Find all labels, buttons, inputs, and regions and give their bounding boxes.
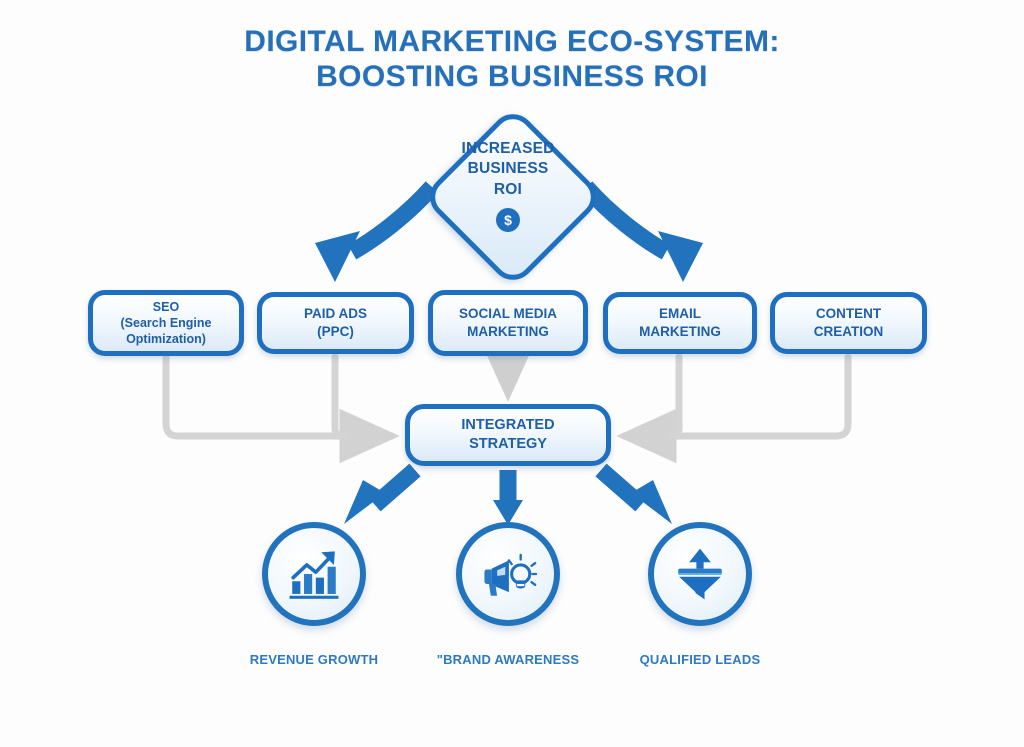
integrated-strategy-label: INTEGRATED STRATEGY [461, 416, 554, 454]
channel-box-content-creation[interactable]: CONTENT CREATION [770, 292, 927, 354]
channel-box-paid-ads-label: PAID ADS (PPC) [304, 305, 367, 340]
outcome-label-revenue-growth: REVENUE GROWTH [249, 652, 379, 667]
title-line-2: BOOSTING BUSINESS ROI [316, 60, 708, 94]
channel-box-paid-ads[interactable]: PAID ADS (PPC) [257, 292, 414, 354]
channel-social-line-2: MARKETING [467, 324, 549, 339]
channel-paid-ads-line-2: (PPC) [317, 324, 354, 339]
channel-box-content-label: CONTENT CREATION [814, 305, 884, 340]
outcome-label-brand-awareness: "BRAND AWARENESS [436, 652, 580, 667]
page-title: DIGITAL MARKETING ECO-SYSTEM: BOOSTING B… [0, 24, 1024, 95]
channel-box-social-media-label: SOCIAL MEDIA MARKETING [459, 305, 557, 340]
channel-seo-line-2: (Search Engine [120, 315, 212, 330]
hub-label: INCREASED BUSINESS ROI [429, 139, 587, 200]
integrated-strategy-node[interactable]: INTEGRATED STRATEGY [405, 404, 611, 466]
bar-chart-growth-icon [289, 551, 339, 599]
outcome-node-revenue-growth[interactable] [262, 522, 366, 626]
connector-seo-to-strategy [162, 353, 400, 464]
hub-label-line-1: INCREASED [461, 140, 555, 157]
channel-paid-ads-line-1: PAID ADS [303, 306, 367, 322]
funnel-uparrow-icon [678, 548, 722, 600]
arrow-strategy-to-brand-awareness [493, 470, 523, 525]
strategy-line-2: STRATEGY [469, 436, 547, 452]
title-line-1: DIGITAL MARKETING ECO-SYSTEM: [244, 25, 780, 58]
channel-box-seo-label: SEO (Search Engine Optimization) [121, 299, 212, 348]
megaphone-lightbulb-icon [484, 553, 537, 596]
hub-label-line-3: ROI [493, 180, 523, 198]
channel-email-line-1: EMAIL [659, 306, 701, 322]
arrow-hub-to-right [579, 181, 703, 282]
channel-content-line-1: CONTENT [815, 306, 882, 322]
dollar-sign-icon: $ [496, 208, 520, 232]
arrow-strategy-to-revenue-growth [344, 463, 421, 524]
channel-box-email-label: EMAIL MARKETING [639, 305, 721, 340]
outcome-label-qualified-leads: QUALIFIED LEADS [639, 652, 761, 667]
outcome-node-qualified-leads[interactable] [648, 522, 752, 626]
hub-label-line-2: BUSINESS [467, 160, 549, 178]
connector-email-to-strategy [665, 353, 683, 440]
channel-social-line-1: SOCIAL MEDIA [458, 306, 557, 322]
channel-seo-line-1: SEO [152, 299, 180, 314]
channel-content-line-2: CREATION [813, 324, 884, 339]
channel-box-seo[interactable]: SEO (Search Engine Optimization) [88, 290, 244, 356]
outcome-circle-revenue-growth [262, 522, 366, 626]
outcome-circle-brand-awareness [456, 522, 560, 626]
hub-node-increased-business-roi[interactable]: INCREASED BUSINESS ROI $ [421, 105, 605, 289]
channel-seo-line-3: Optimization) [126, 332, 206, 347]
strategy-line-1: INTEGRATED [461, 417, 555, 434]
channel-box-email-marketing[interactable]: EMAIL MARKETING [603, 292, 757, 354]
connector-content-to-strategy [616, 353, 852, 464]
channel-email-line-2: MARKETING [639, 324, 721, 339]
outcome-node-brand-awareness[interactable] [456, 522, 560, 626]
arrow-strategy-to-qualified-leads [595, 463, 672, 524]
channel-box-social-media-marketing[interactable]: SOCIAL MEDIA MARKETING [428, 290, 588, 356]
connector-paid-ads-to-strategy [331, 353, 349, 440]
arrow-hub-to-left [315, 181, 439, 282]
